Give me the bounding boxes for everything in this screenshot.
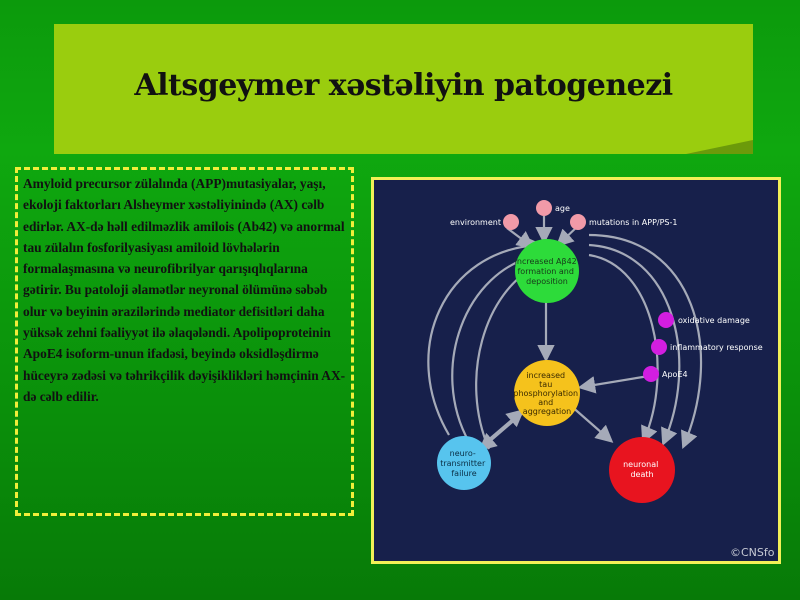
mutations-label: mutations in APP/PS-1 — [589, 218, 677, 227]
arrow-tau-neuro — [478, 411, 525, 451]
pathogenesis-diagram: environment age mutations in APP/PS-1 ox… — [374, 180, 778, 561]
slide-body-text: Amyloid precursor zülalında (APP)mutasiy… — [23, 176, 346, 404]
environment-dot — [503, 214, 519, 230]
abeta-node-label: increased Aβ42 formation and deposition — [515, 257, 580, 286]
arrow-apoe4-tau — [577, 374, 650, 394]
abeta-line-1: increased Aβ42 — [515, 257, 577, 266]
tau-line-3: phosphorylation — [513, 389, 578, 398]
copyright-text: ©CNSfo — [730, 546, 775, 559]
oxidative-dot — [658, 312, 674, 328]
neurotransmitter-node-label: neuro- transmitter failure — [440, 449, 488, 478]
abeta-line-2: formation and — [517, 267, 573, 276]
arrow-neuro-tau — [485, 409, 525, 443]
inflammatory-dot — [651, 339, 667, 355]
death-line-2: death — [630, 470, 653, 479]
figure-frame: environment age mutations in APP/PS-1 ox… — [371, 177, 781, 564]
apoe4-dot — [643, 366, 659, 382]
abeta-line-3: deposition — [526, 277, 568, 286]
neuro-line-1: neuro- — [450, 449, 476, 458]
tau-line-1: increased — [526, 371, 565, 380]
neuronal-death-node-label: neuronal death — [623, 460, 661, 479]
neurotransmitter-node — [437, 436, 491, 490]
mutations-dot — [570, 214, 586, 230]
inflammatory-label: inflammatory response — [670, 343, 763, 352]
title-band-fold — [686, 140, 753, 154]
tau-line-4: and — [538, 398, 553, 407]
neuro-line-2: transmitter — [440, 459, 486, 468]
tau-line-2: tau — [539, 380, 552, 389]
title-band — [54, 24, 753, 154]
age-dot — [536, 200, 552, 216]
environment-label: environment — [450, 218, 501, 227]
abeta-node — [515, 239, 579, 303]
text-box-border — [15, 167, 354, 516]
arrow-environment-abeta — [506, 227, 535, 249]
slide-title: Altsgeymer xəstəliyin patogenezi — [134, 68, 673, 103]
neuro-line-3: failure — [451, 469, 476, 478]
neuronal-death-node — [609, 437, 675, 503]
arrow-tau-death — [569, 404, 614, 443]
age-label: age — [555, 204, 570, 213]
tau-node — [514, 360, 580, 426]
tau-line-5: aggregation — [523, 407, 571, 416]
apoe4-label: ApoE4 — [662, 370, 688, 379]
death-line-1: neuronal — [623, 460, 658, 469]
oxidative-label: oxidative damage — [678, 316, 750, 325]
tau-node-label: increased tau phosphorylation and aggreg… — [513, 371, 580, 416]
